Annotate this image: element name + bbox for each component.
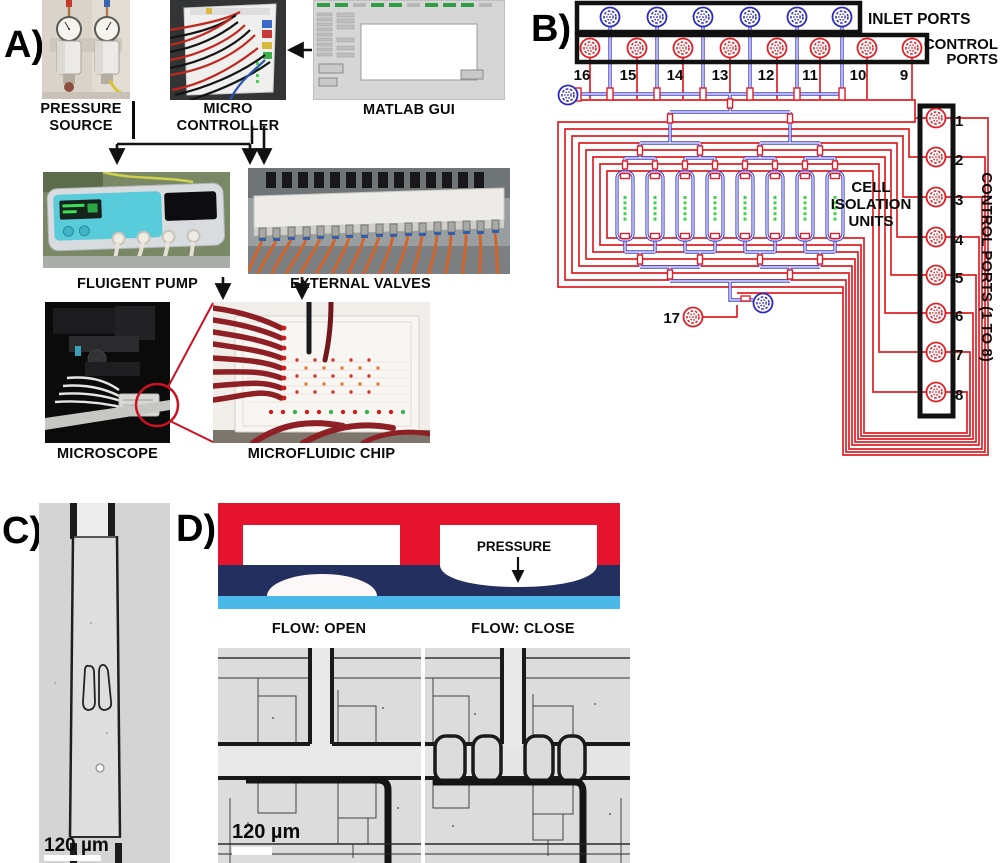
- port-number-12: 12: [758, 67, 775, 84]
- matlab-gui-screenshot: [313, 0, 505, 100]
- port-number-10: 10: [850, 67, 867, 84]
- flow-open-caption: FLOW: OPEN: [271, 621, 367, 637]
- right-port-numbers: 1 2 3 4 5 6 7 8: [955, 113, 964, 404]
- control-chamber-pressurized: [440, 525, 597, 587]
- port-number-14: 14: [667, 67, 684, 84]
- port-number-16: 16: [574, 67, 591, 84]
- external-valves-photo: [248, 168, 510, 274]
- outlet-port: [752, 292, 774, 314]
- flow-close-caption: FLOW: CLOSE: [471, 621, 575, 637]
- control-ports-right-frame: [917, 103, 956, 419]
- microscope-caption: MICROSCOPE: [56, 446, 159, 462]
- cell-traps: [82, 663, 113, 711]
- port-number-9: 9: [900, 67, 908, 84]
- top-port-numbers: 16 15 14 13 12 11 10 9: [574, 67, 909, 84]
- microfluidic-chip-photo: [213, 302, 430, 443]
- panel-a-label: A): [4, 24, 45, 66]
- inlet-side-port: [557, 84, 579, 106]
- valve-symbols: [573, 87, 846, 302]
- external-valves-caption: EXTERNAL VALVES: [290, 276, 431, 292]
- magnifier-leader-top: [167, 302, 214, 388]
- port-number-17: 17: [663, 310, 680, 327]
- control-lines: [557, 58, 989, 456]
- scale-bar-label-d: 120 µm: [232, 821, 300, 843]
- port-number-13: 13: [712, 67, 729, 84]
- trap-micrograph: 120 µm: [39, 503, 170, 863]
- port-number-6: 6: [955, 308, 963, 325]
- port-number-3: 3: [955, 192, 963, 209]
- port-number-8: 8: [955, 387, 963, 404]
- pressure-source-photo: [42, 0, 130, 99]
- microscope-photo: [45, 302, 170, 443]
- fluigent-pump-caption: FLUIGENT PUMP: [76, 276, 198, 292]
- pressure-source-caption: PRESSURE SOURCE: [29, 101, 133, 135]
- chip-schematic: INLET PORTS CONTROL PORTS 16 15 14 13 12…: [557, 0, 998, 456]
- control-ports-top-label-line2: PORTS: [946, 51, 998, 68]
- substrate-layer: [218, 596, 620, 609]
- bubble: [95, 763, 105, 773]
- pressure-source-caption-line2: SOURCE: [49, 118, 113, 134]
- control-port-17: [682, 306, 704, 328]
- control-chamber-open: [243, 525, 400, 565]
- inlet-ports: [599, 6, 853, 28]
- caption-divider: [132, 101, 135, 139]
- inlet-ports-label: INLET PORTS: [868, 11, 970, 28]
- port-number-7: 7: [955, 347, 963, 364]
- port-number-4: 4: [955, 232, 964, 249]
- cell-isolation-label-line1: CELL: [851, 179, 890, 196]
- panel-b-label: B): [531, 8, 572, 50]
- cell-isolation-label-line3: UNITS: [849, 213, 894, 230]
- panel-c-label: C): [2, 510, 43, 552]
- micro-controller-caption-line1: MICRO: [203, 101, 253, 117]
- closed-valve-pads: [433, 734, 587, 784]
- cell-isolation-units: [615, 160, 845, 242]
- magnifier-leader-bottom: [169, 420, 214, 443]
- fluigent-pump-photo: [43, 172, 230, 268]
- panel-d-label: D): [176, 508, 217, 550]
- valve-schematic: PRESSURE: [218, 503, 620, 613]
- pressure-label: PRESSURE: [477, 539, 551, 554]
- micro-controller-photo: [170, 0, 286, 100]
- control-ports-right-label: CONTROL PORTS (1 TO 8): [978, 172, 995, 361]
- scale-bar-d: [232, 847, 272, 855]
- control-ports-top-frame: [574, 32, 930, 65]
- flow-channel-dome: [267, 574, 377, 596]
- port-number-1: 1: [955, 113, 963, 130]
- valve-closed-micrograph: [425, 648, 630, 863]
- micro-controller-caption: MICRO CONTROLLER: [170, 101, 286, 135]
- pressure-source-caption-line1: PRESSURE: [40, 101, 122, 117]
- control-ports-right: [925, 107, 947, 403]
- port-number-5: 5: [955, 270, 963, 287]
- scale-bar-c: [44, 855, 101, 861]
- control-ports-top-label-line1: CONTROL: [924, 36, 998, 53]
- micro-controller-caption-line2: CONTROLLER: [176, 118, 280, 134]
- cell-isolation-label-line2: ISOLATION: [831, 196, 912, 213]
- port-number-11: 11: [802, 67, 818, 84]
- matlab-gui-caption: MATLAB GUI: [363, 102, 455, 118]
- inlet-ports-frame: [574, 0, 863, 35]
- port-number-2: 2: [955, 152, 963, 169]
- scale-bar-label-c: 120 µm: [44, 835, 109, 856]
- valve-open-micrograph: 120 µm: [218, 648, 421, 863]
- microfluidic-chip-caption: MICROFLUIDIC CHIP: [247, 446, 396, 462]
- port-number-15: 15: [620, 67, 637, 84]
